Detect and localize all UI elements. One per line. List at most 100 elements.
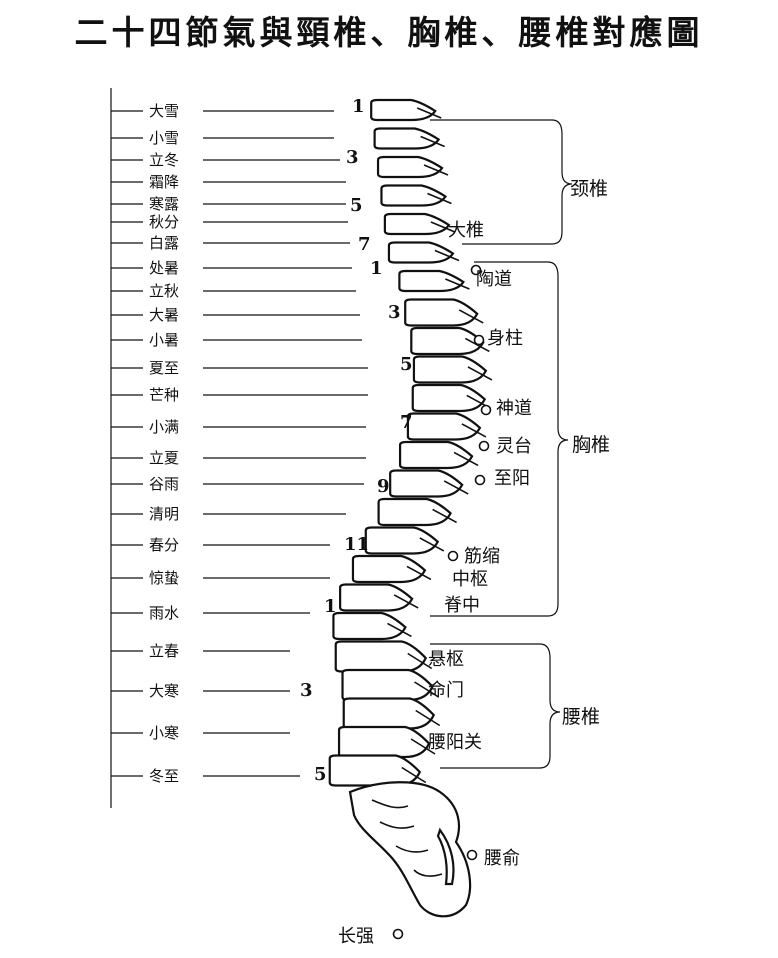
vertebra xyxy=(380,184,447,207)
vertebra-number: 11 xyxy=(344,534,369,555)
vertebra-process xyxy=(393,594,419,609)
vertebra xyxy=(410,326,485,356)
vertebra-process xyxy=(430,221,456,233)
acupoint-label: 悬枢 xyxy=(428,649,464,670)
acupoint-label: 大椎 xyxy=(448,220,484,241)
bracket-lumbar xyxy=(430,643,561,769)
solar-term-label: 秋分 xyxy=(149,213,179,231)
vertebra xyxy=(398,269,465,293)
solar-term-label: 小寒 xyxy=(149,724,179,742)
solar-term-label: 霜降 xyxy=(149,173,179,191)
vertebra-number: 1 xyxy=(352,96,365,117)
solar-term-label: 大雪 xyxy=(149,102,179,120)
vertebra-process xyxy=(445,278,470,290)
acupoint-label: 陶道 xyxy=(476,269,512,290)
solar-term-label: 清明 xyxy=(149,505,179,523)
vertebra-process xyxy=(423,164,449,176)
vertebra-number: 7 xyxy=(358,234,371,255)
page-title: 二十四節氣與頸椎、胸椎、腰椎對應圖 xyxy=(74,13,704,52)
solar-term-label: 立冬 xyxy=(149,151,179,169)
vertebra xyxy=(406,412,482,441)
vertebra-process xyxy=(434,249,460,262)
acupoint-marker xyxy=(470,264,482,276)
vertebra-process xyxy=(407,652,433,670)
solar-term-label: 白露 xyxy=(149,234,179,252)
solar-term-label: 处暑 xyxy=(149,259,179,277)
solar-term-label: 小雪 xyxy=(149,129,179,147)
solar-term-label: 春分 xyxy=(149,536,179,554)
vertebra xyxy=(328,754,422,787)
solar-term-label: 寒露 xyxy=(149,195,179,213)
acupoint-label: 灵台 xyxy=(496,436,532,457)
vertebra xyxy=(373,127,441,150)
group-label-cervical: 颈椎 xyxy=(570,178,608,200)
sacrum xyxy=(348,781,472,918)
solar-term-label: 雨水 xyxy=(149,604,179,622)
solar-term-label: 大暑 xyxy=(149,306,179,324)
solar-term-label: 小暑 xyxy=(149,331,179,349)
acupoint-label: 腰阳关 xyxy=(428,732,482,753)
acupoint-label: 身柱 xyxy=(487,328,523,349)
acupoint-marker xyxy=(392,928,404,940)
acupoint-label: 腰俞 xyxy=(484,848,520,869)
acupoint-label: 至阳 xyxy=(494,468,530,489)
acupoint-marker xyxy=(478,440,490,452)
spine-column xyxy=(328,98,493,787)
acupoint-label: 长强 xyxy=(338,926,374,947)
solar-term-label: 芒种 xyxy=(149,386,179,404)
vertebra-process xyxy=(419,537,445,552)
vertebra-number: 3 xyxy=(300,680,313,701)
solar-term-labels: 大雪小雪立冬霜降寒露秋分白露处暑立秋大暑小暑夏至芒种小满立夏谷雨清明春分惊蛰雨水… xyxy=(111,102,368,785)
acupoint-marker xyxy=(474,474,486,486)
vertebra-number: 7 xyxy=(400,412,413,433)
vertebra-number: 5 xyxy=(400,354,413,375)
vertebra xyxy=(398,440,474,470)
solar-term-label: 立夏 xyxy=(149,449,179,467)
vertebra xyxy=(411,383,487,413)
solar-term-label: 惊蛰 xyxy=(149,569,179,587)
vertebra-number: 3 xyxy=(388,302,401,323)
acupoint-label: 脊中 xyxy=(444,595,480,616)
vertebra-process xyxy=(420,135,445,148)
vertebra xyxy=(364,526,440,555)
acupoint-marker xyxy=(466,849,478,861)
vertebra xyxy=(383,212,451,236)
vertebra xyxy=(412,355,488,384)
vertebra xyxy=(370,98,437,122)
acupoint-label: 神道 xyxy=(496,398,532,419)
vertebra-process xyxy=(387,622,412,638)
vertebra-process xyxy=(467,366,493,381)
vertebra-process xyxy=(427,192,452,205)
group-label-thoracic: 胸椎 xyxy=(572,434,610,456)
acupoint-label: 中枢 xyxy=(452,569,488,590)
vertebra-process xyxy=(410,738,436,755)
vertebra-process xyxy=(416,107,442,119)
solar-term-label: 立春 xyxy=(149,642,179,660)
vertebra-process xyxy=(461,423,487,438)
solar-term-label: 谷雨 xyxy=(149,475,179,493)
vertebra-number: 9 xyxy=(377,476,390,497)
solar-term-label: 立秋 xyxy=(149,282,179,300)
vertebra-process xyxy=(415,709,441,727)
acupoint-label: 命门 xyxy=(428,680,464,701)
vertebra xyxy=(376,155,444,179)
vertebra-process xyxy=(406,565,432,581)
vertebra-number: 3 xyxy=(346,147,359,168)
vertebra-number: 1 xyxy=(370,258,383,279)
vertebra-process xyxy=(458,309,484,324)
vertebra xyxy=(387,241,455,264)
vertebra-process xyxy=(432,508,457,524)
vertebra xyxy=(404,298,479,327)
vertebra-process xyxy=(414,681,439,698)
bracket-thoracic xyxy=(430,261,569,617)
acupoint-label: 筋缩 xyxy=(464,546,500,567)
vertebra xyxy=(339,583,414,612)
vertebra xyxy=(389,469,464,498)
vertebra-process xyxy=(453,451,479,467)
solar-term-label: 小满 xyxy=(149,418,179,436)
solar-term-label: 大寒 xyxy=(149,682,179,700)
vertebra xyxy=(332,611,407,641)
